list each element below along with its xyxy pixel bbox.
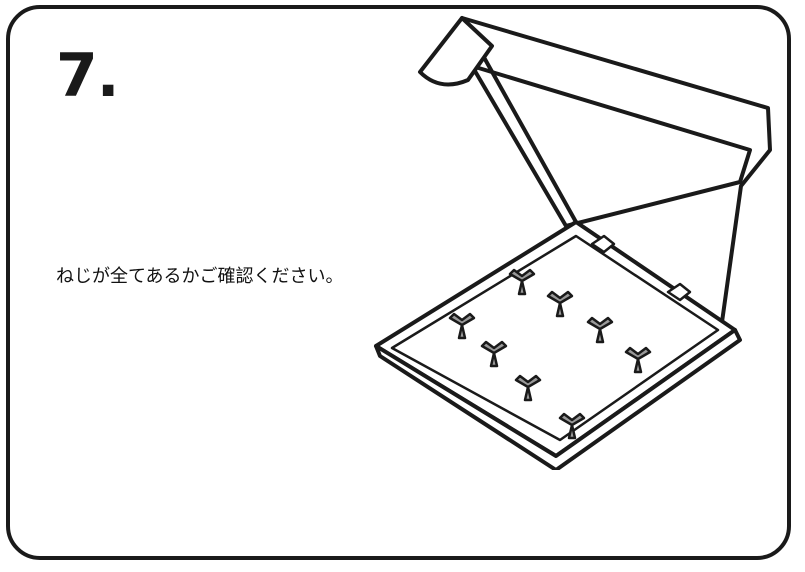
instruction-text: ねじが全てあるかご確認ください。 bbox=[56, 266, 344, 287]
screw-5 bbox=[448, 312, 476, 340]
box-front-wall bbox=[374, 328, 742, 470]
box-slot-tab bbox=[666, 282, 692, 302]
screw-6 bbox=[480, 340, 508, 368]
screw-2 bbox=[546, 290, 574, 318]
box-slot-tab bbox=[590, 234, 616, 254]
screw-1 bbox=[508, 268, 536, 296]
box-lid-flap bbox=[418, 16, 494, 87]
box-illustration bbox=[374, 16, 772, 470]
box-lid-fold bbox=[470, 64, 752, 228]
screw-4 bbox=[624, 346, 652, 374]
screw-3 bbox=[586, 316, 614, 344]
step-number: 7. bbox=[56, 41, 120, 111]
screw-8 bbox=[558, 412, 586, 440]
screw-7 bbox=[514, 374, 542, 402]
